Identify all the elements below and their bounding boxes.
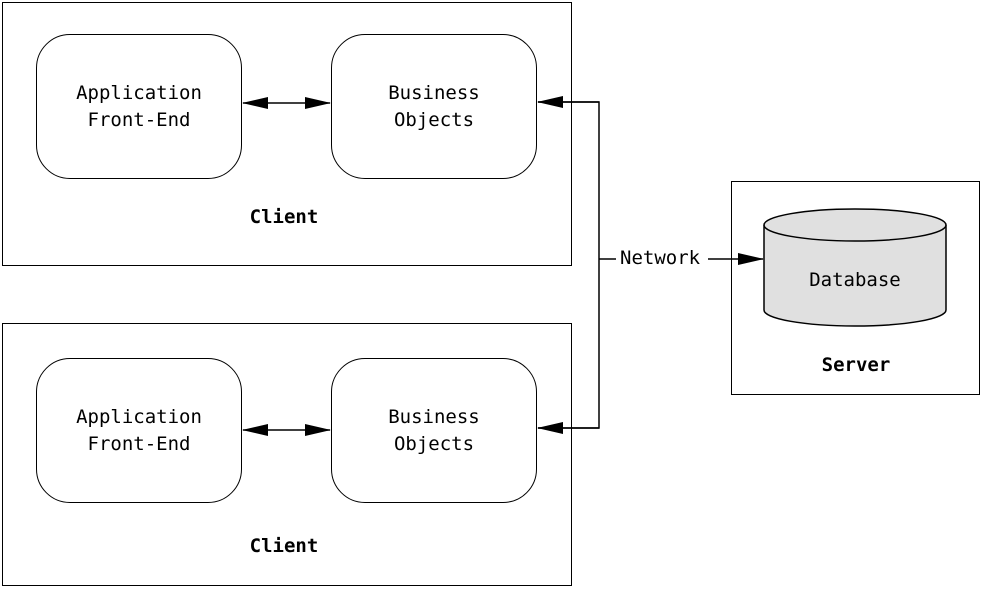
front-end-line1: Application <box>76 81 202 104</box>
business-line2: Objects <box>393 432 475 455</box>
business-line1: Business <box>388 405 480 428</box>
application-front-end-box-1: Application Front-End <box>36 34 242 179</box>
server-caption: Server <box>821 354 891 376</box>
network-bus-line <box>538 101 600 429</box>
database-label: Database <box>809 269 901 291</box>
client-caption-1: Client <box>249 206 319 228</box>
database-cylinder <box>763 208 947 327</box>
application-front-end-box-2: Application Front-End <box>36 358 242 503</box>
business-objects-box-2: Business Objects <box>331 358 537 503</box>
business-line2: Objects <box>393 108 475 131</box>
front-end-line2: Front-End <box>87 108 191 131</box>
client-caption-2: Client <box>249 535 319 557</box>
business-line1: Business <box>388 81 480 104</box>
front-end-line1: Application <box>76 405 202 428</box>
network-label: Network <box>618 247 703 269</box>
front-end-line2: Front-End <box>87 432 191 455</box>
business-objects-box-1: Business Objects <box>331 34 537 179</box>
